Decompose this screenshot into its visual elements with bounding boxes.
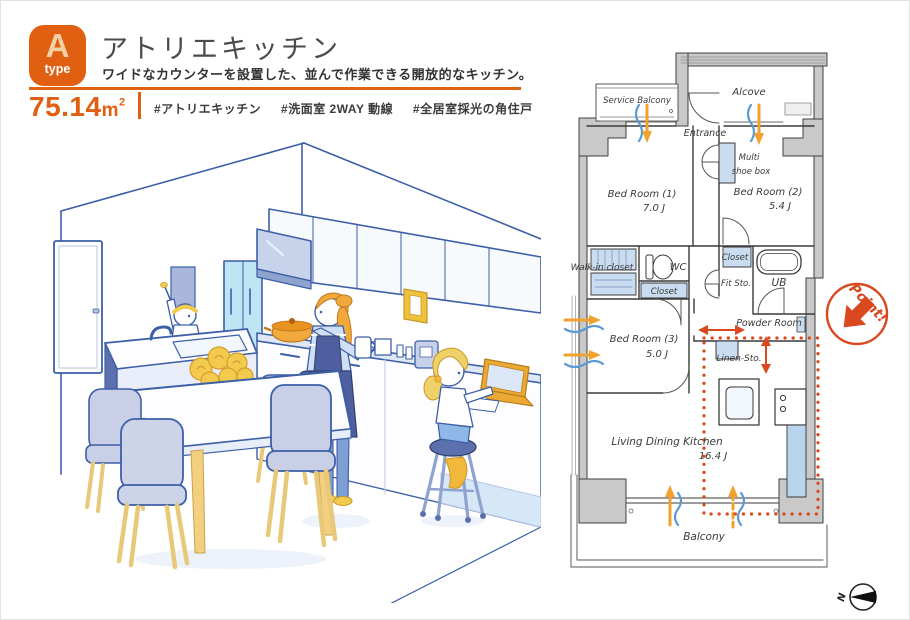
- toilet: [645, 254, 674, 280]
- type-word: type: [44, 62, 71, 76]
- area-value: 75.14: [29, 91, 102, 122]
- hashtag-2: #洗面室 2WAY 動線: [281, 102, 394, 116]
- closet-center-box: [722, 246, 752, 268]
- hashtag-row: #アトリエキッチン #洗面室 2WAY 動線 #全居室採光の角住戸: [154, 100, 549, 117]
- page-subtitle: ワイドなカウンターを設置した、並んで作業できる開放的なキッチン。: [102, 67, 533, 82]
- area-exponent: 2: [118, 96, 126, 109]
- area-unit: m: [101, 100, 119, 121]
- label-entrance: Entrance: [684, 128, 727, 139]
- hashtag-3: #全居室採光の角住戸: [412, 102, 533, 116]
- orange-divider: [138, 92, 141, 119]
- north-compass: N: [836, 583, 877, 611]
- type-badge: A type: [29, 25, 86, 86]
- multi-shoe-box: [718, 142, 736, 184]
- cooktop-counter: [774, 388, 807, 426]
- airflow-arrows: [563, 103, 764, 529]
- circulation-arrows: [698, 325, 771, 374]
- floor-plan: Point! N Service Balcony Alcove Entrance…: [563, 52, 890, 611]
- label-powder-room: Powder Room: [736, 318, 802, 329]
- laptop: [480, 358, 534, 407]
- powder-sink: [796, 316, 806, 333]
- orange-rule: [29, 87, 521, 90]
- point-badge: Point!: [825, 281, 890, 346]
- label-bedroom2-size: 5.4 J: [769, 201, 791, 212]
- counter-run: [786, 424, 807, 498]
- walkin-closet-shelf-2: [590, 272, 637, 296]
- dining-chair-front-right: [265, 384, 338, 548]
- label-walkin-closet: Walk-in closet: [571, 263, 634, 273]
- closet-under-wc: [640, 282, 688, 299]
- label-bedroom3-name: Bed Room (3): [610, 334, 679, 345]
- label-wc: WC: [670, 262, 687, 273]
- label-multi-shoe-box-1: Multi: [739, 153, 760, 163]
- balcony-outline: [570, 295, 828, 568]
- label-closet-small: Closet: [651, 287, 678, 297]
- hashtag-1: #アトリエキッチン: [154, 102, 262, 116]
- dining-chair-front-left: [116, 418, 190, 570]
- linen-box: [715, 340, 739, 360]
- plan-labels: Service Balcony Alcove Entrance Multi sh…: [571, 87, 803, 543]
- cooking-pot: [263, 318, 321, 343]
- label-ub: UB: [772, 277, 787, 289]
- label-bedroom1-size: 7.0 J: [643, 203, 665, 214]
- picture-frame: [403, 288, 428, 324]
- label-alcove: Alcove: [731, 87, 765, 98]
- doors: [654, 92, 785, 394]
- kitchen-island-plan: [718, 378, 760, 426]
- label-bedroom3-size: 5.0 J: [646, 349, 668, 360]
- label-fit-sto: Fit Sto.: [721, 279, 751, 289]
- walkin-closet-shelf-1: [590, 248, 637, 271]
- kitchen-illustration: [53, 142, 541, 603]
- north-label: N: [836, 591, 849, 603]
- label-bedroom1-name: Bed Room (1): [608, 189, 677, 200]
- label-linen-sto: Linen-Sto.: [716, 354, 761, 364]
- kitchen-highlight: [702, 336, 820, 516]
- label-ldk-size: 16.4 J: [699, 451, 727, 462]
- range-hood: [256, 228, 312, 290]
- label-multi-shoe-box-2: shoe box: [732, 167, 772, 177]
- wall-hatch: [680, 56, 826, 64]
- label-service-balcony: Service Balcony: [603, 96, 672, 106]
- floor-area: 75.14m2: [29, 91, 126, 123]
- label-closet-center: Closet: [722, 253, 749, 263]
- label-ldk-name: Living Dining Kitchen: [611, 436, 722, 448]
- door: [53, 240, 103, 374]
- girl-figure: [420, 347, 494, 527]
- type-letter: A: [45, 27, 70, 64]
- page-title: アトリエキッチン: [101, 34, 341, 64]
- label-balcony: Balcony: [683, 531, 725, 543]
- alcove-step: [784, 102, 812, 116]
- label-bedroom2-name: Bed Room (2): [734, 187, 803, 198]
- bathtub: [756, 249, 802, 275]
- structural-walls: [578, 52, 828, 524]
- fixtures: [590, 83, 812, 514]
